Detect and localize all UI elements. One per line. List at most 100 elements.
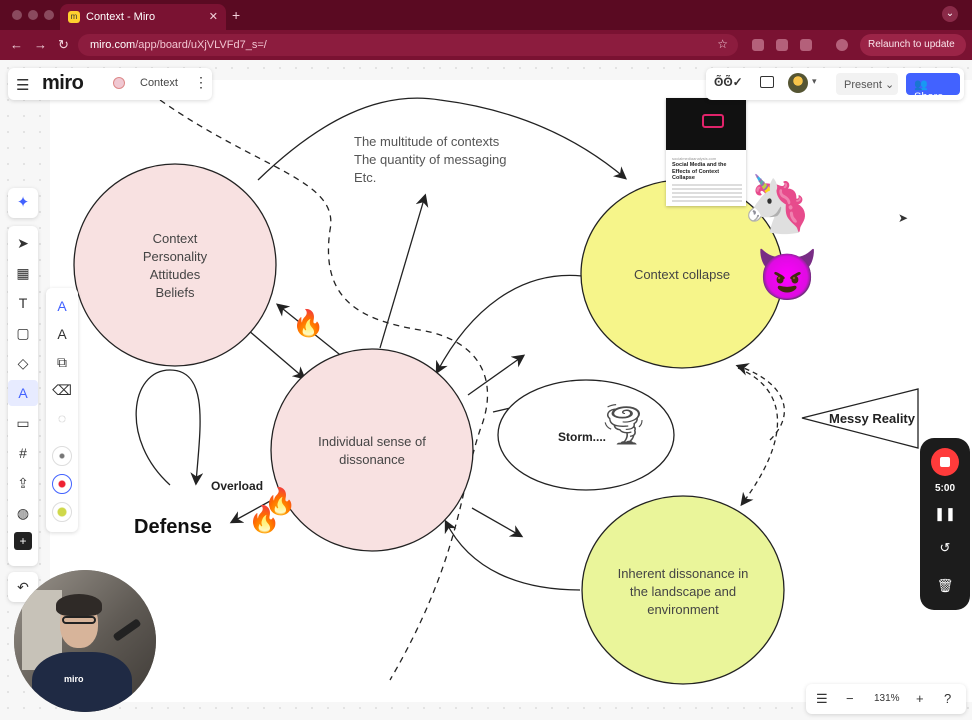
eraser-icon[interactable]: ⌫ (52, 382, 72, 398)
fire-icon[interactable]: 🔥 (248, 504, 281, 534)
browser-titlebar: m Context - Miro ✕ + ⌄ (0, 0, 972, 30)
browser-addressbar: ← → ↻ miro.com/app/board/uXjVLVFd7_s=/ ☆ (0, 30, 972, 60)
pause-icon[interactable]: ❚❚ (934, 506, 956, 521)
ai-sparkle-icon[interactable]: ✦ (8, 188, 38, 218)
overload-label[interactable]: Overload (211, 479, 264, 493)
context-node-text: Context Personality Attitudes Beliefs (95, 230, 255, 302)
pen-tool-icon[interactable]: A (8, 380, 38, 406)
main-menu-icon[interactable]: ☰ (16, 77, 30, 94)
beliefs-line: Beliefs (155, 285, 195, 300)
board-more-icon[interactable]: ⋮ (194, 74, 208, 90)
timer-widget: 5:00 ❚❚ ↺ 🗑 (920, 438, 970, 610)
frame-tool-icon[interactable]: # (19, 445, 27, 461)
browser-menu-chevron-icon[interactable]: ⌄ (942, 6, 958, 22)
webcam-person-hair (56, 594, 102, 616)
avatar[interactable] (788, 73, 808, 93)
board-name[interactable]: Context (140, 77, 178, 89)
add-more-icon[interactable]: + (14, 532, 32, 550)
url-field[interactable]: miro.com/app/board/uXjVLVFd7_s=/ ☆ (78, 34, 738, 56)
fire-icon[interactable]: 🔥 (264, 486, 297, 516)
stop-record-button[interactable] (931, 448, 959, 476)
browser-tab[interactable]: m Context - Miro ✕ (60, 4, 226, 30)
highlighter-icon[interactable]: A (57, 326, 67, 342)
multitude-line-3: Etc. (354, 170, 377, 185)
maximize-window-icon[interactable] (44, 10, 54, 20)
upload-tool-icon[interactable]: ⇪ (17, 475, 29, 491)
relaunch-button[interactable]: Relaunch to update (860, 34, 966, 56)
extensions-puzzle-icon[interactable] (800, 39, 812, 51)
smart-drawing-icon[interactable]: ⧉ (57, 354, 67, 370)
templates-tool-icon[interactable]: ▦ (16, 265, 30, 281)
color-red-swatch[interactable] (52, 474, 72, 494)
present-button[interactable]: Present ⌄ (836, 73, 898, 95)
card-image (666, 98, 746, 150)
miro-logo[interactable]: miro (42, 72, 84, 94)
reactions-icon[interactable]: ʘ̃ʘ̃✓ (714, 75, 743, 89)
shapes-tool-icon[interactable]: ◇ (17, 355, 29, 371)
context-node[interactable] (73, 163, 277, 367)
card-source: socialmediaanalysis.com (672, 156, 717, 161)
inherent-line-2: the landscape and (629, 584, 737, 599)
profile-avatar-icon[interactable] (836, 39, 848, 51)
zoom-bar: ☰ − 131% + ? (806, 684, 966, 714)
close-window-icon[interactable] (12, 10, 22, 20)
comment-tool-icon[interactable]: ▭ (16, 415, 30, 431)
pen-icon[interactable]: A (57, 298, 67, 314)
url-domain: miro.com (90, 39, 136, 51)
personality-line: Personality (142, 249, 208, 264)
select-tool-icon[interactable]: ➤ (17, 235, 29, 251)
multitude-line-1: The multitude of contexts (354, 134, 500, 149)
storm-label[interactable]: Storm.... (558, 430, 607, 444)
extension-camera-icon[interactable] (752, 39, 764, 51)
board-list-icon[interactable]: ☰ (816, 691, 828, 706)
storm-ellipse[interactable] (497, 379, 675, 491)
back-arrow-icon[interactable]: ← (10, 37, 23, 52)
individual-line-2: dissonance (339, 452, 405, 467)
card-description (672, 184, 742, 202)
color-yellow-swatch[interactable] (52, 502, 72, 522)
pen-subtoolbar: A A ⧉ ⌫ ◌ (46, 288, 78, 532)
extension-doc-icon[interactable] (776, 39, 788, 51)
lasso-icon[interactable]: ◌ (57, 410, 67, 426)
reload-icon[interactable]: ↻ (58, 37, 69, 52)
color-gray-swatch[interactable] (52, 446, 72, 466)
minimize-window-icon[interactable] (28, 10, 38, 20)
article-card[interactable]: socialmediaanalysis.com Social Media and… (666, 98, 746, 206)
zoom-in-icon[interactable]: + (916, 691, 924, 706)
help-icon[interactable]: ? (944, 691, 952, 706)
new-tab-icon[interactable]: + (232, 7, 241, 23)
individual-node[interactable] (270, 348, 474, 552)
present-label: Present (844, 79, 882, 91)
timer-time: 5:00 (934, 483, 955, 494)
attitudes-line: Attitudes (149, 267, 201, 282)
bookmark-star-icon[interactable]: ☆ (717, 37, 728, 51)
zoom-level[interactable]: 131% (874, 693, 900, 704)
defense-label[interactable]: Defense (134, 516, 212, 538)
webcam-person-body (32, 652, 132, 712)
text-tool-icon[interactable]: T (18, 295, 28, 311)
share-icon: 👥 (914, 79, 928, 91)
trash-icon[interactable]: 🗑 (936, 578, 954, 593)
inherent-node[interactable] (581, 495, 785, 685)
chat-icon[interactable] (760, 76, 774, 88)
card-title: Social Media and the Effects of Context … (672, 162, 727, 181)
multitude-text[interactable]: The multitude of contexts The quantity o… (354, 133, 506, 187)
webcam-bubble[interactable]: miro (14, 570, 156, 712)
devil-icon[interactable]: 😈 (756, 247, 819, 303)
share-button[interactable]: 👥 Share (906, 73, 960, 103)
zoom-out-icon[interactable]: − (846, 691, 854, 706)
sticky-note-tool-icon[interactable]: ▢ (16, 325, 30, 341)
fire-icon[interactable]: 🔥 (292, 308, 325, 338)
tab-close-icon[interactable]: ✕ (208, 11, 218, 23)
messy-reality-triangle[interactable] (801, 388, 919, 449)
forward-arrow-icon[interactable]: → (34, 37, 47, 52)
tornado-icon[interactable]: 🌪 (598, 403, 649, 447)
apps-tool-icon[interactable]: ◍ (16, 505, 30, 521)
board-icon (113, 77, 125, 89)
chevron-down-icon[interactable]: ▾ (812, 76, 817, 86)
unicorn-icon[interactable]: 🦄 (742, 172, 812, 235)
restart-icon[interactable]: ↺ (939, 540, 951, 555)
board-header-panel: ☰ miro Context ⋮ (8, 68, 212, 100)
left-toolbar: ➤ ▦ T ▢ ◇ A ▭ # ⇪ ◍ + (8, 226, 38, 566)
